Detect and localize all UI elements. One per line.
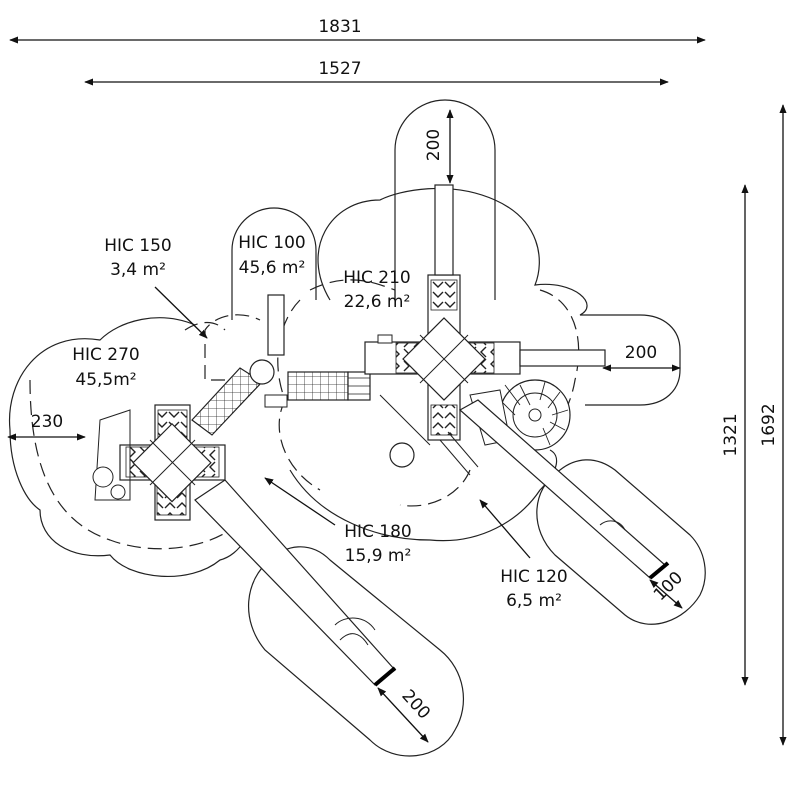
dimension-lines xyxy=(7,36,787,746)
hic120-title: HIC 120 xyxy=(500,567,568,587)
left-clearance-value: 230 xyxy=(31,412,63,432)
upper-safety-zone xyxy=(317,187,681,406)
leader-arrows xyxy=(154,286,531,559)
small-slide-zone xyxy=(536,459,706,625)
hic120-area: 6,5 m² xyxy=(506,591,562,611)
hic100-title: HIC 100 xyxy=(238,233,306,253)
hic100-area: 45,6 m² xyxy=(239,258,306,278)
hic270-title: HIC 270 xyxy=(72,345,140,365)
hic100-safety-zone xyxy=(231,207,317,320)
hic100-label: HIC 100 45,6 m² xyxy=(238,233,306,278)
slide-clearance-small-line xyxy=(649,579,683,609)
hic210-label: HIC 210 22,6 m² xyxy=(343,268,411,312)
left-safety-zone xyxy=(8,317,252,577)
hic180-leader xyxy=(264,477,336,526)
overall-depth-value: 1692 xyxy=(759,403,779,446)
top-safety-zone xyxy=(394,99,496,300)
hic210-title: HIC 210 xyxy=(343,268,411,288)
large-slide-zone xyxy=(247,546,464,757)
hic270-label: HIC 270 45,5m² xyxy=(72,345,140,390)
middle-bridge xyxy=(287,371,371,401)
safety-zone-outlines xyxy=(8,99,706,757)
top-clearance-value: 200 xyxy=(424,129,444,161)
hic180-area: 15,9 m² xyxy=(345,546,412,566)
structure-depth-value: 1321 xyxy=(721,413,741,456)
overall-width-value: 1831 xyxy=(318,17,361,37)
hic120-leader xyxy=(479,499,531,559)
hic120-label: HIC 120 6,5 m² xyxy=(500,567,568,611)
hic150-leader xyxy=(154,286,208,339)
slide-clearance-large-line xyxy=(377,687,429,743)
hic210-area: 22,6 m² xyxy=(344,292,411,312)
structure-width-value: 1527 xyxy=(318,59,361,79)
right-tower xyxy=(364,184,606,476)
left-bridge xyxy=(191,294,288,436)
lower-safety-zone xyxy=(289,449,558,542)
hic150-area: 3,4 m² xyxy=(110,260,166,280)
hic180-title: HIC 180 xyxy=(344,522,412,542)
play-equipment xyxy=(92,184,670,687)
hic150-title: HIC 150 xyxy=(104,236,172,256)
right-clearance-value: 200 xyxy=(625,343,657,363)
hic180-label: HIC 180 15,9 m² xyxy=(344,522,412,566)
small-slide xyxy=(458,399,670,580)
slide-clearance-large-value: 200 xyxy=(397,686,434,724)
large-slide xyxy=(194,479,397,687)
hic270-area: 45,5m² xyxy=(75,370,136,390)
left-tower xyxy=(92,404,226,521)
hic150-label: HIC 150 3,4 m² xyxy=(104,236,172,280)
